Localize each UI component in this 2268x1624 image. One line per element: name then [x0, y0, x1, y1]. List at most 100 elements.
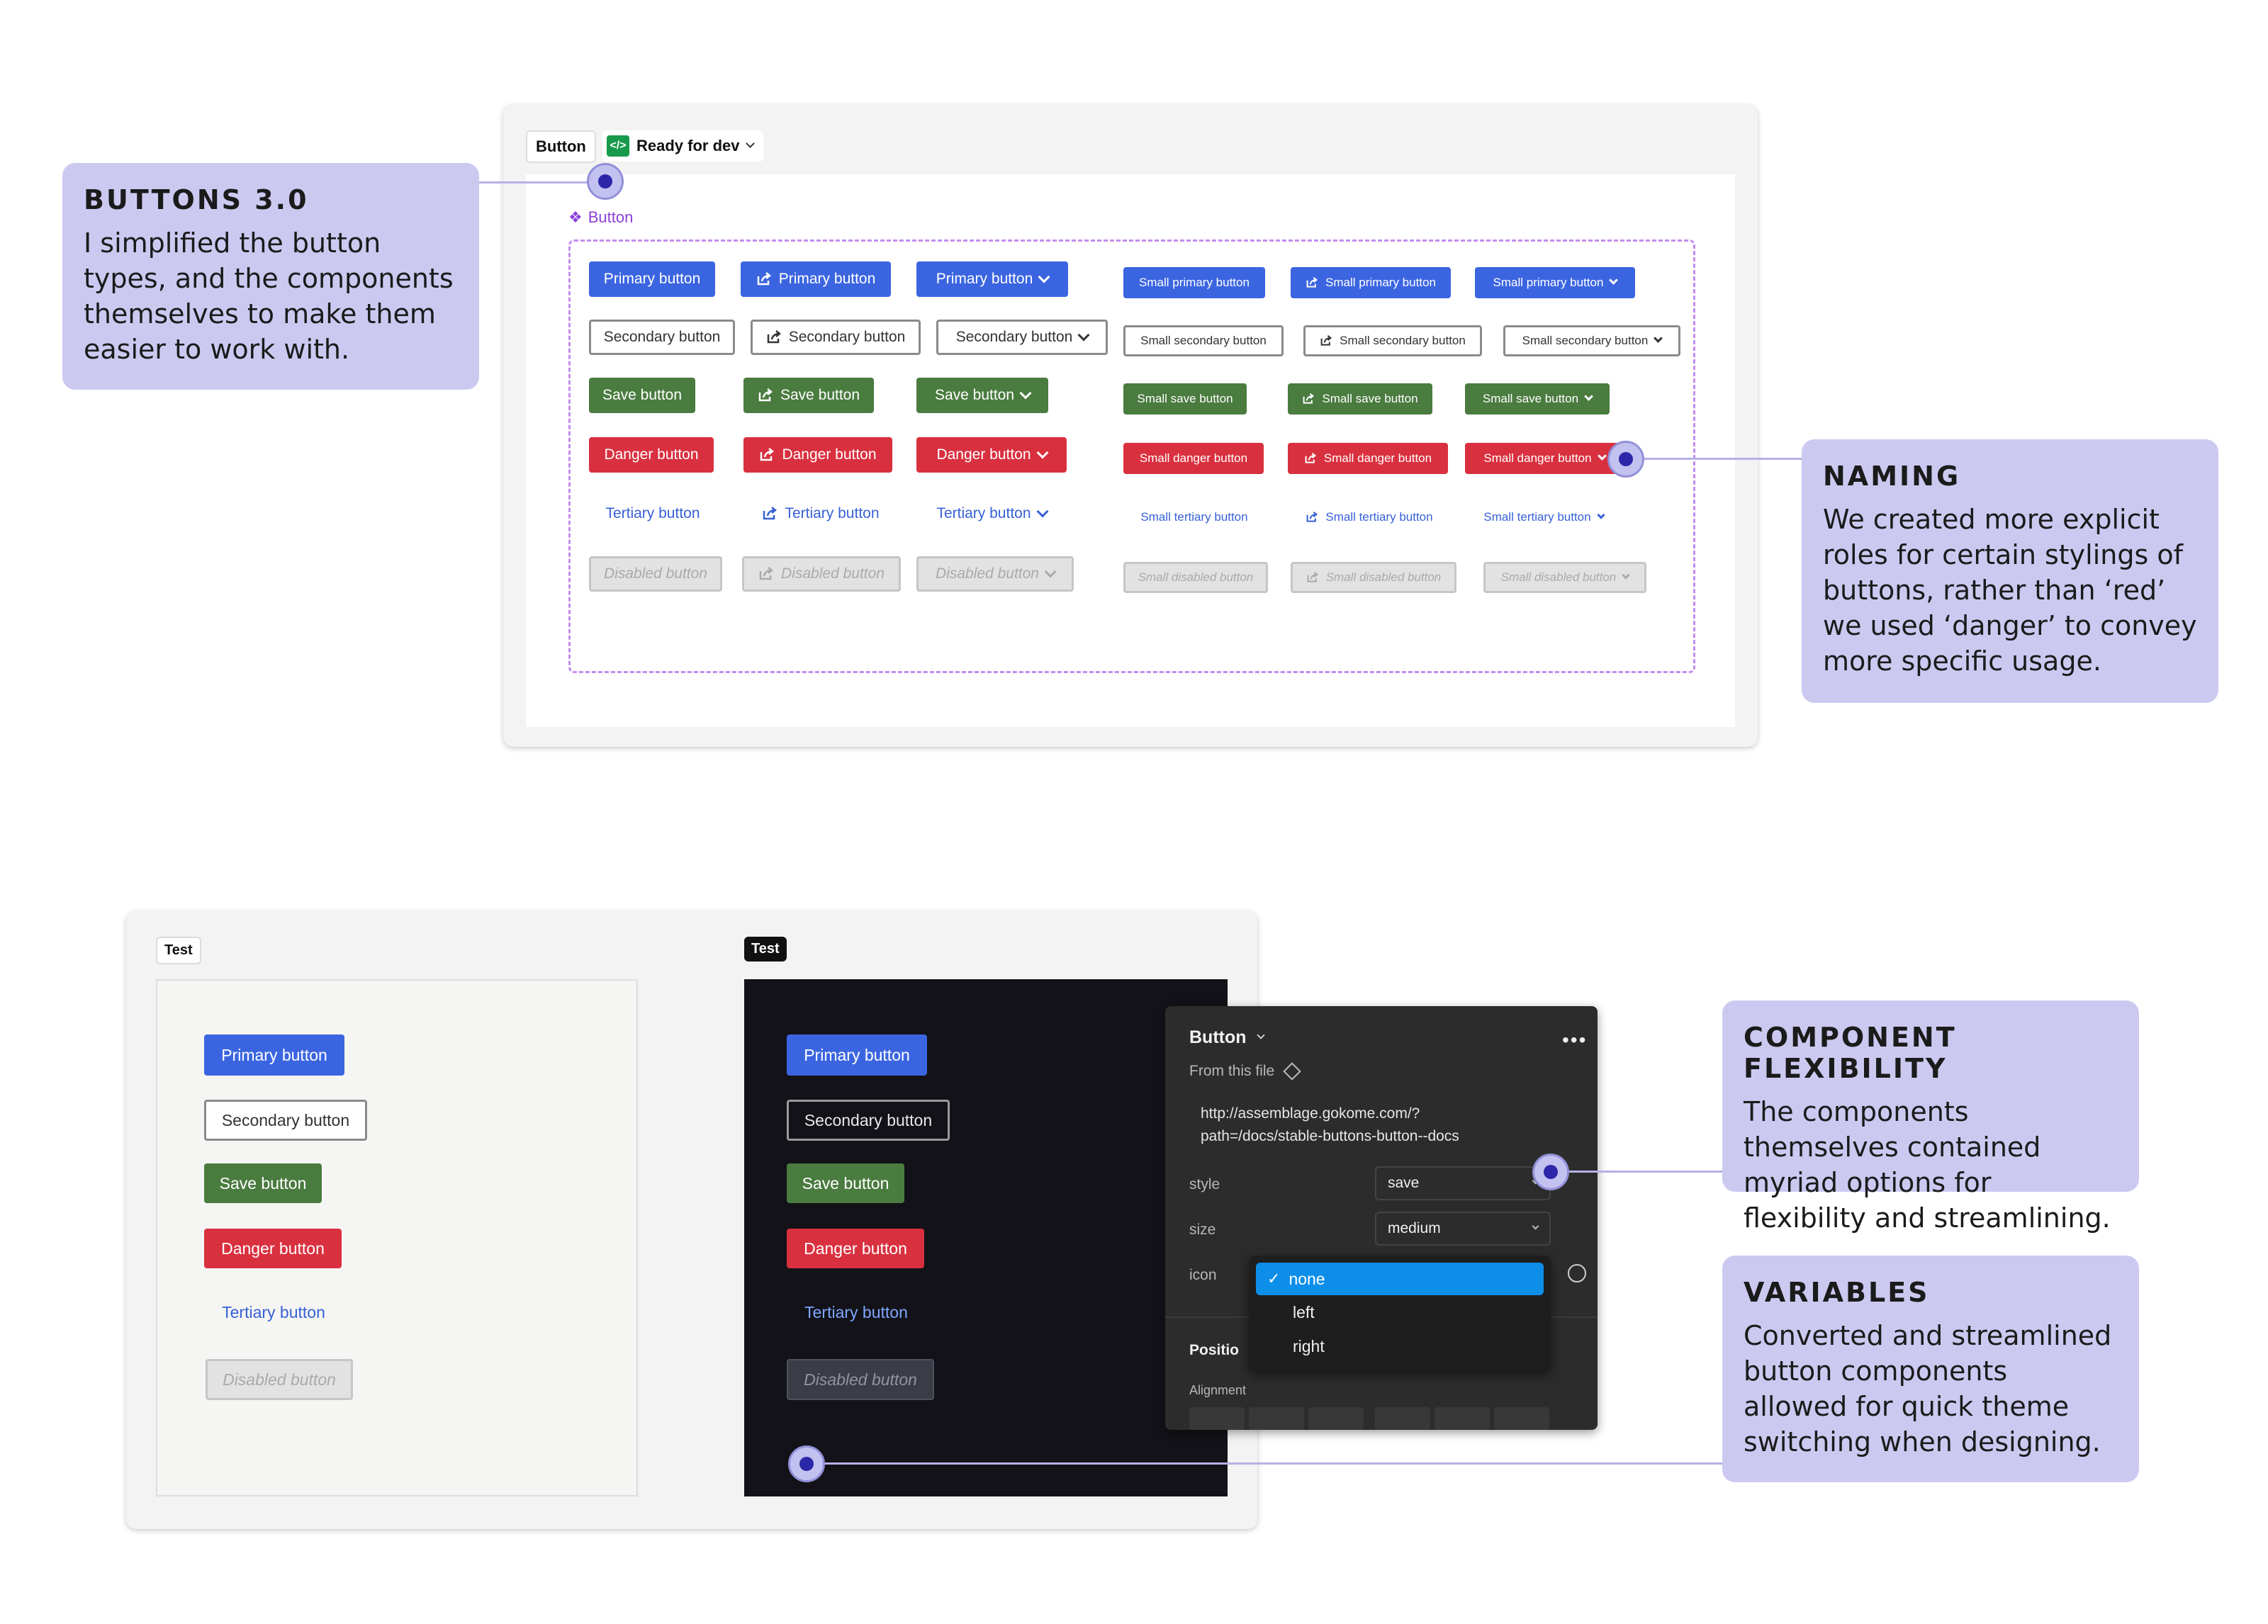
detach-icon[interactable]: [1568, 1264, 1586, 1282]
dark-disabled-button: Disabled button: [787, 1359, 934, 1400]
small-secondary-button-icon-right[interactable]: Small secondary button: [1503, 325, 1680, 356]
small-save-button[interactable]: Small save button: [1123, 383, 1247, 415]
chevron-down-icon: [1532, 1222, 1539, 1230]
align-top-icon[interactable]: [1375, 1407, 1430, 1430]
dark-save-button[interactable]: Save button: [787, 1163, 904, 1203]
component-icon: ❖: [568, 208, 583, 226]
small-danger-button[interactable]: Small danger button: [1123, 443, 1264, 474]
align-bottom-icon[interactable]: [1494, 1407, 1549, 1430]
size-select[interactable]: medium: [1375, 1212, 1551, 1246]
tertiary-button[interactable]: Tertiary button: [605, 505, 700, 521]
light-primary-button[interactable]: Primary button: [204, 1034, 344, 1076]
position-heading: Positio: [1189, 1342, 1240, 1358]
dark-danger-button[interactable]: Danger button: [787, 1229, 924, 1268]
component-set-border: [568, 239, 1695, 673]
small-secondary-button[interactable]: Small secondary button: [1123, 325, 1284, 356]
alignment-toolbar[interactable]: [1189, 1407, 1572, 1430]
annotation-marker: [587, 163, 624, 200]
danger-button-icon-left[interactable]: Danger button: [743, 437, 892, 473]
external-link-icon: [1306, 277, 1318, 288]
external-link-icon: [1320, 335, 1332, 346]
annotation-marker: [788, 1445, 825, 1482]
chevron-down-icon: [1077, 329, 1090, 341]
component-label[interactable]: ❖ Button: [568, 208, 634, 226]
chevron-down-icon: [1044, 565, 1057, 577]
source-row: From this file: [1189, 1062, 1301, 1081]
light-test-tag[interactable]: Test: [156, 937, 201, 964]
small-danger-button-icon-left[interactable]: Small danger button: [1288, 443, 1448, 474]
secondary-button-icon-left[interactable]: Secondary button: [751, 320, 921, 355]
align-right-icon[interactable]: [1308, 1407, 1364, 1430]
tertiary-button-icon-right[interactable]: Tertiary button: [916, 496, 1067, 531]
chevron-down-icon: [1019, 387, 1032, 399]
status-pill[interactable]: </> Ready for dev: [602, 130, 763, 162]
light-tertiary-button[interactable]: Tertiary button: [222, 1302, 325, 1321]
save-button-icon-left[interactable]: Save button: [743, 378, 874, 413]
chevron-down-icon: [1038, 271, 1050, 283]
small-danger-button-icon-right[interactable]: Small danger button: [1465, 443, 1624, 474]
dark-test-tag[interactable]: Test: [744, 937, 787, 962]
external-link-icon: [1305, 453, 1316, 463]
small-primary-button[interactable]: Small primary button: [1123, 267, 1265, 298]
chevron-down-icon: [1256, 1031, 1265, 1039]
dark-tertiary-button[interactable]: Tertiary button: [804, 1302, 908, 1321]
align-center-icon[interactable]: [1249, 1407, 1304, 1430]
small-tertiary-button-icon-right[interactable]: Small tertiary button: [1465, 502, 1622, 533]
small-tertiary-button[interactable]: Small tertiary button: [1140, 510, 1248, 524]
component-tag[interactable]: Button: [526, 130, 596, 163]
external-link-icon: [757, 272, 771, 286]
small-tertiary-button-icon-left[interactable]: Small tertiary button: [1289, 502, 1449, 533]
danger-button-icon-right[interactable]: Danger button: [916, 437, 1067, 473]
size-label: size: [1189, 1222, 1216, 1238]
align-middle-icon[interactable]: [1435, 1407, 1490, 1430]
connector-line: [1641, 458, 1802, 460]
dropdown-option-right[interactable]: right: [1293, 1336, 1325, 1355]
small-save-button-icon-left[interactable]: Small save button: [1288, 383, 1432, 415]
light-secondary-button[interactable]: Secondary button: [204, 1100, 367, 1141]
disabled-button-icon-left: Disabled button: [742, 556, 901, 592]
check-icon: ✓: [1267, 1270, 1281, 1287]
chevron-down-icon: [1036, 446, 1049, 458]
chevron-down-icon: [1609, 276, 1619, 285]
note-buttons: BUTTONS 3.0 I simplified the button type…: [62, 163, 479, 390]
primary-button[interactable]: Primary button: [589, 261, 715, 297]
dark-primary-button[interactable]: Primary button: [787, 1034, 927, 1076]
secondary-button[interactable]: Secondary button: [589, 320, 735, 355]
icon-dropdown-menu: ✓ none left right: [1249, 1256, 1551, 1370]
style-label: style: [1189, 1176, 1220, 1192]
docs-url[interactable]: http://assemblage.gokome.com/? path=/doc…: [1201, 1105, 1459, 1144]
light-save-button[interactable]: Save button: [204, 1163, 322, 1203]
tertiary-button-icon-left[interactable]: Tertiary button: [746, 496, 895, 531]
small-save-button-icon-right[interactable]: Small save button: [1465, 383, 1610, 415]
annotation-marker: [1607, 441, 1644, 478]
dropdown-option-none[interactable]: ✓ none: [1256, 1263, 1544, 1295]
disabled-button: Disabled button: [589, 556, 722, 592]
small-secondary-button-icon-left[interactable]: Small secondary button: [1303, 325, 1482, 356]
style-select[interactable]: save: [1375, 1166, 1551, 1200]
note-text: I simplified the button types, and the c…: [84, 227, 454, 365]
note-title: COMPONENT FLEXIBILITY: [1744, 1022, 1957, 1084]
save-button[interactable]: Save button: [589, 378, 695, 413]
danger-button[interactable]: Danger button: [589, 437, 714, 473]
small-primary-button-icon-left[interactable]: Small primary button: [1291, 267, 1451, 298]
connector-line: [479, 181, 605, 184]
connector-line: [1568, 1171, 1722, 1173]
top-figma-frame: Button </> Ready for dev ❖ Button: [503, 105, 1758, 747]
save-button-icon-right[interactable]: Save button: [916, 378, 1048, 413]
dark-secondary-button[interactable]: Secondary button: [787, 1100, 950, 1141]
light-danger-button[interactable]: Danger button: [204, 1229, 342, 1268]
primary-button-icon-left[interactable]: Primary button: [741, 261, 891, 297]
external-link-icon: [1307, 572, 1318, 582]
secondary-button-icon-right[interactable]: Secondary button: [936, 320, 1108, 355]
note-component-flexibility: COMPONENT FLEXIBILITY The components the…: [1722, 1000, 2139, 1234]
small-disabled-button-icon-right: Small disabled button: [1483, 562, 1646, 593]
panel-title[interactable]: Button: [1189, 1027, 1265, 1048]
dropdown-option-left[interactable]: left: [1293, 1302, 1315, 1321]
external-link-icon: [767, 330, 781, 344]
external-link-icon: [758, 388, 773, 402]
small-disabled-button: Small disabled button: [1123, 562, 1268, 593]
primary-button-icon-right[interactable]: Primary button: [916, 261, 1068, 297]
more-options-icon[interactable]: •••: [1562, 1029, 1588, 1051]
align-left-icon[interactable]: [1189, 1407, 1245, 1430]
small-primary-button-icon-right[interactable]: Small primary button: [1475, 267, 1635, 298]
